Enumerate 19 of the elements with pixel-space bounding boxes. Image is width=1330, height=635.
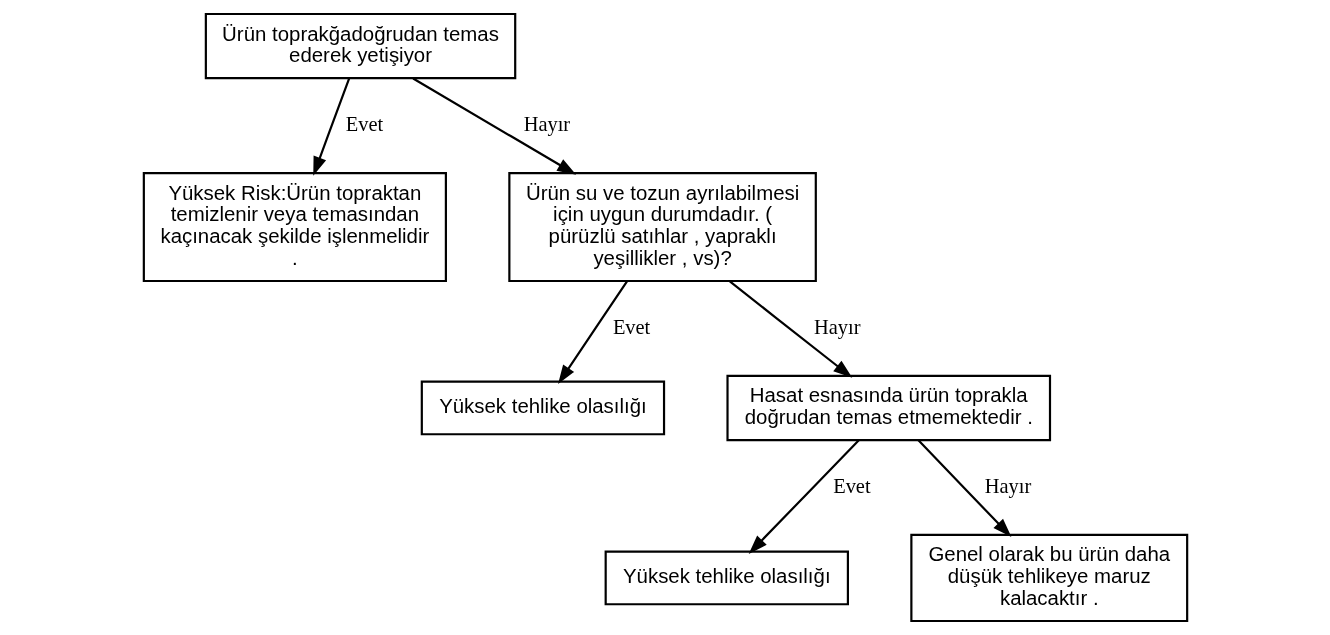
edge-label: Hayır — [813, 315, 861, 338]
arrow — [748, 439, 860, 554]
edge-label: Evet — [612, 315, 650, 338]
node-box: Genel olarak bu ürün daha düşük tehlikeye maruz kalacaktır . — [909, 533, 1188, 623]
arrow — [916, 439, 1011, 538]
edge-label: Evet — [832, 474, 871, 497]
arrow — [557, 280, 628, 384]
node-box: Ürün su ve tozun ayrılabilmesi için uygun durumdadır. ( pürüzlü satıhlar , yapraklı yeşillikler , vs)? — [507, 171, 817, 283]
node-box: Yüksek tehlike olasılığı — [420, 380, 665, 436]
arrow — [728, 280, 852, 378]
edge-label: Hayır — [523, 113, 570, 136]
node-box: Yüksek Risk:Ürün topraktan temizlenir veya temasından kaçınacak şekilde işlenmelidir . — [142, 171, 447, 283]
arrow — [412, 77, 576, 175]
node-box: Ürün toprakğadoğrudan temas ederek yetişiyor — [204, 12, 516, 80]
edge-label: Hayır — [984, 474, 1031, 497]
edge-label: Evet — [345, 113, 383, 136]
arrow — [312, 78, 350, 176]
node-box: Yüksek tehlike olasılığı — [604, 550, 849, 606]
node-box: Hasat esnasında ürün toprakla doğrudan temas etmemektedir . — [725, 374, 1051, 442]
